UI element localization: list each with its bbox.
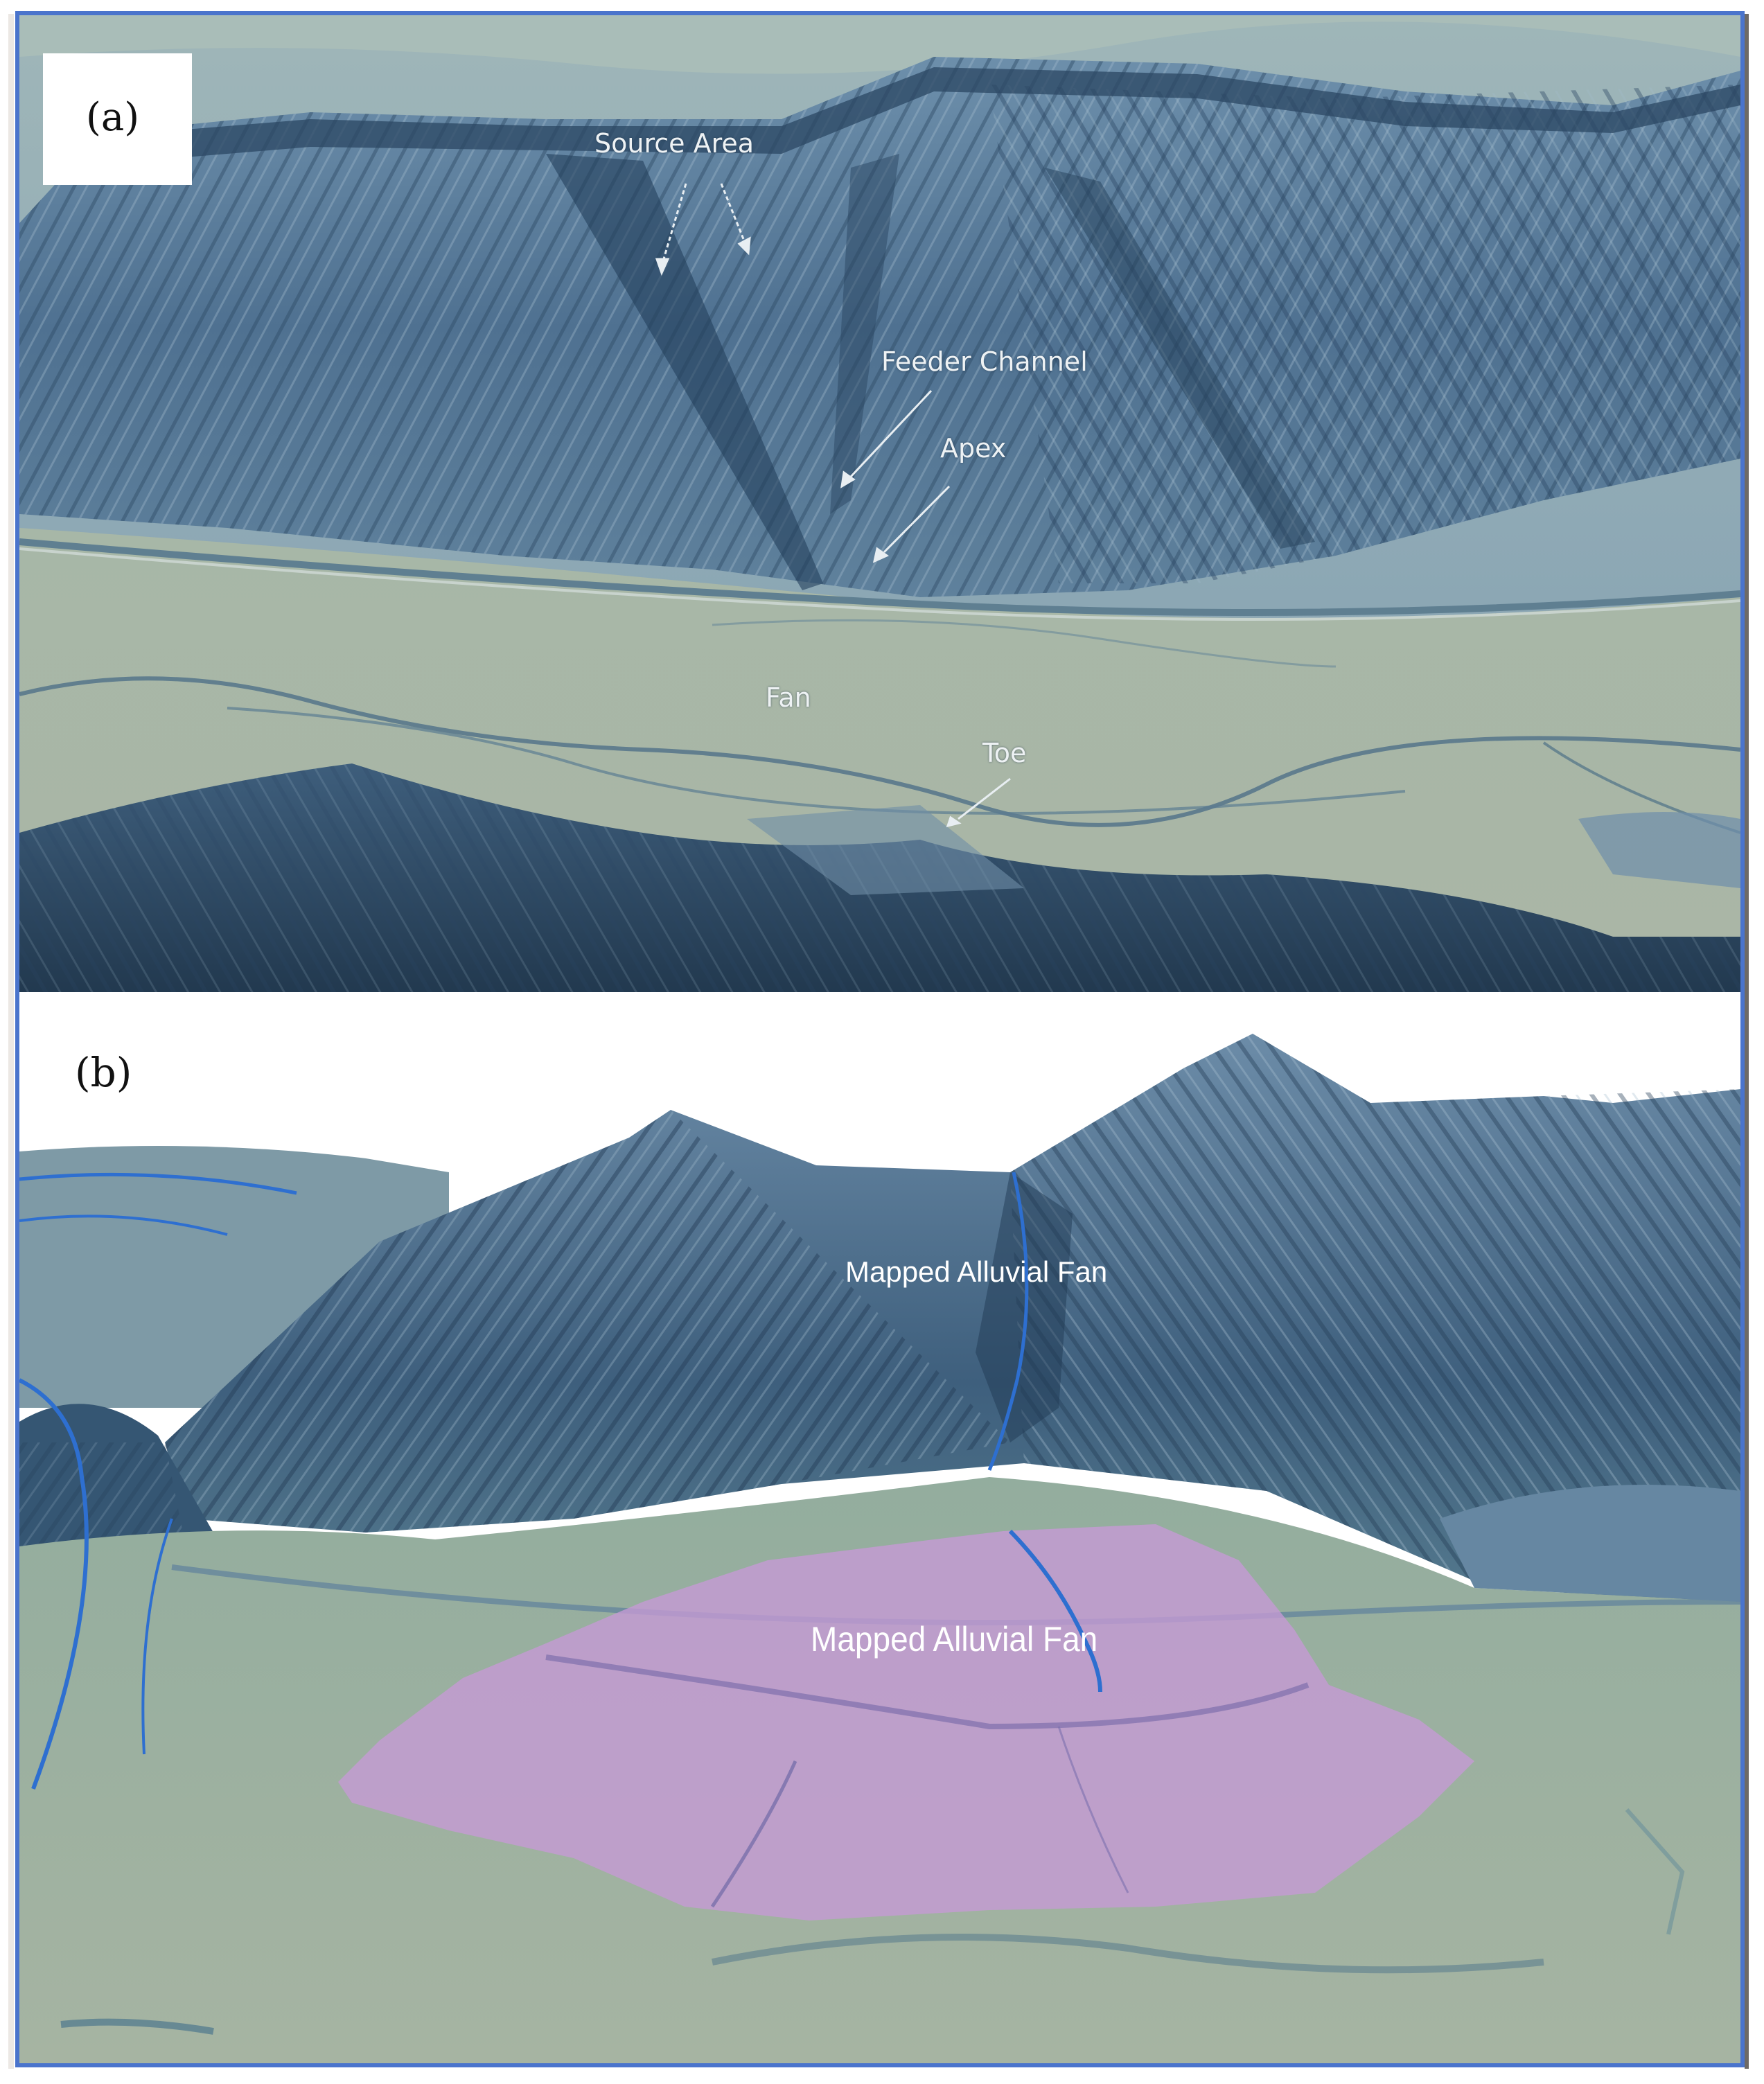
label-toe: Toe xyxy=(982,738,1027,768)
panel-a-terrain-render xyxy=(19,15,1740,992)
panel-b-letter: (b) xyxy=(75,1049,132,1096)
label-feeder-channel: Feeder Channel xyxy=(881,346,1088,377)
panel-a-label-box: (a) xyxy=(43,53,192,185)
label-source-area: Source Area xyxy=(594,128,755,159)
panel-b-terrain-view: (b) Mapped Alluvial Fan Mapped Alluvial … xyxy=(19,992,1740,2063)
mapped-alluvial-fan-polygon xyxy=(338,1524,1474,1920)
label-fan: Fan xyxy=(766,682,811,713)
label-apex: Apex xyxy=(940,433,1007,463)
panel-b-terrain-render xyxy=(19,992,1740,2063)
panel-a-letter: (a) xyxy=(86,95,140,140)
annotation-arrows xyxy=(655,183,1011,828)
label-mapped-alluvial-fan-upper: Mapped Alluvial Fan xyxy=(845,1255,1108,1288)
label-mapped-alluvial-fan-overlay: Mapped Alluvial Fan xyxy=(811,1620,1098,1659)
page-edge-left xyxy=(8,14,14,2069)
panel-a-terrain-view: (a) Source Area Feeder Channel Apex Fan … xyxy=(19,15,1740,992)
page-edge-right-shadow xyxy=(1745,14,1749,2069)
